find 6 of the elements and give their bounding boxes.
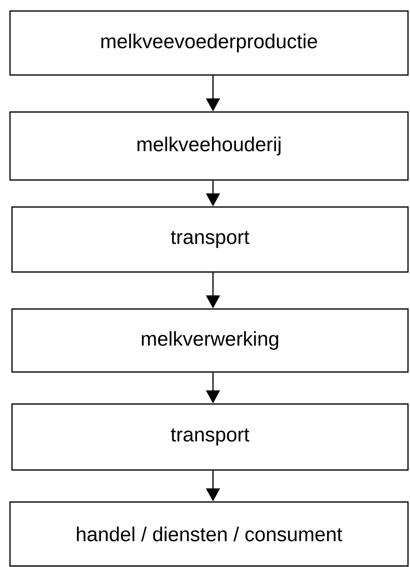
process-box: melkveevoederproductie <box>9 10 409 76</box>
process-box: transport <box>11 206 409 273</box>
process-box: melkverwerking <box>11 308 409 373</box>
process-box: melkveehouderij <box>9 111 409 181</box>
process-box: handel / diensten / consument <box>9 501 409 567</box>
process-box: transport <box>11 403 409 471</box>
